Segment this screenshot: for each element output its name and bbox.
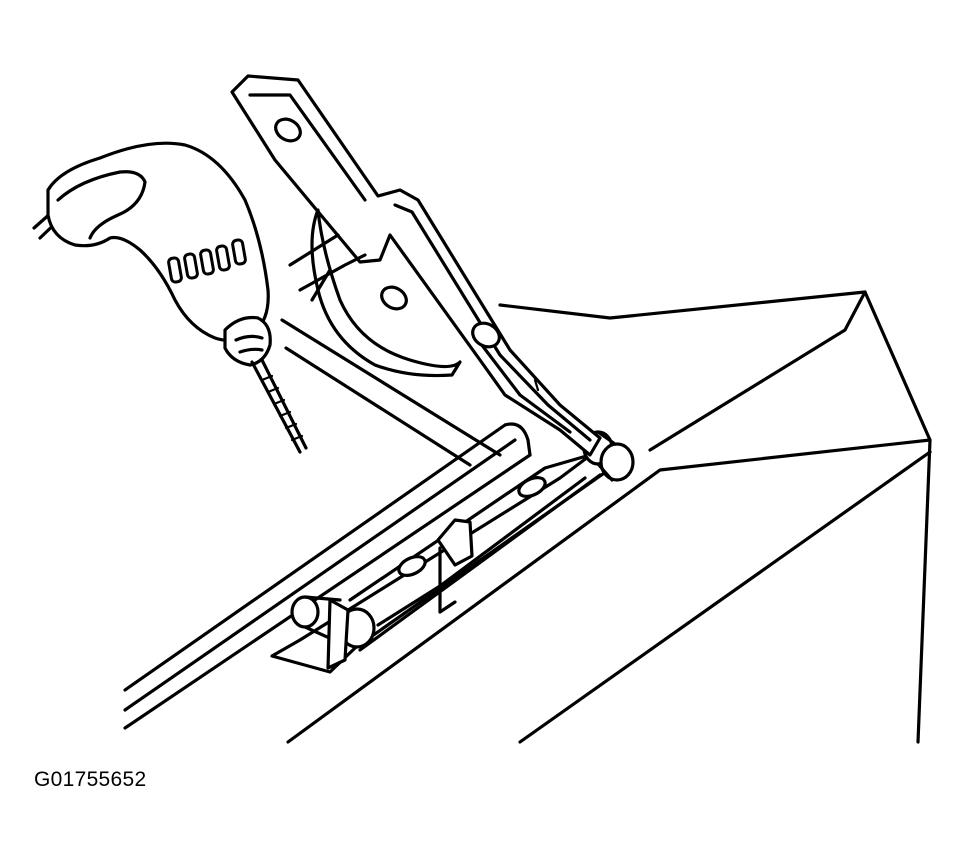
drill-trigger-line — [56, 170, 147, 240]
rail-line-3 — [123, 453, 532, 730]
rail-end-cap — [503, 422, 532, 457]
right-pin-body — [596, 430, 617, 482]
power-drill-icon — [32, 141, 308, 454]
base-tab — [436, 518, 474, 567]
hood-rail — [123, 422, 532, 730]
base-slot-2 — [517, 476, 547, 498]
hinge-arm-inner-2 — [393, 203, 592, 442]
cowl-line-1 — [280, 318, 502, 457]
rail-line-1 — [123, 423, 507, 692]
figure-code: G01755652 — [34, 768, 147, 791]
panel-edge-top — [498, 290, 867, 452]
panel-edge-bottom — [518, 450, 932, 744]
hinge-brace-3 — [310, 268, 332, 302]
hinge-brace-2 — [298, 253, 367, 292]
arm-hole-lower — [471, 321, 501, 349]
hinge-small-mark — [533, 378, 540, 392]
base-tab-edge — [438, 546, 457, 614]
drill-vents — [167, 238, 247, 284]
arm-hole-upper — [274, 117, 302, 143]
drill-chuck — [223, 315, 272, 367]
hinge-base-lower — [358, 473, 602, 652]
hinge-base-plate — [270, 446, 622, 674]
panel-edge-right — [863, 290, 932, 744]
base-slot-1 — [397, 555, 427, 577]
left-pin-outer — [290, 595, 320, 629]
arm-hole-middle — [380, 285, 408, 311]
drill-bit-flutes — [260, 374, 304, 442]
cowl-line-2 — [284, 346, 472, 467]
hinge-arm-inner-1 — [248, 93, 367, 202]
hinge-arm-inner-3 — [476, 338, 572, 434]
left-pin-bracket — [326, 598, 350, 670]
rail-line-2 — [123, 438, 517, 712]
drill-chuck-rings — [234, 334, 264, 354]
right-pin-head — [599, 442, 635, 482]
drill-bit — [250, 358, 308, 454]
hinge-arm-strap — [230, 74, 602, 457]
body-panel — [280, 290, 932, 744]
hinge-base — [270, 446, 622, 674]
hinge-brace-1 — [288, 233, 340, 267]
hinge-arm — [230, 74, 602, 457]
panel-edge-lower — [286, 438, 932, 744]
